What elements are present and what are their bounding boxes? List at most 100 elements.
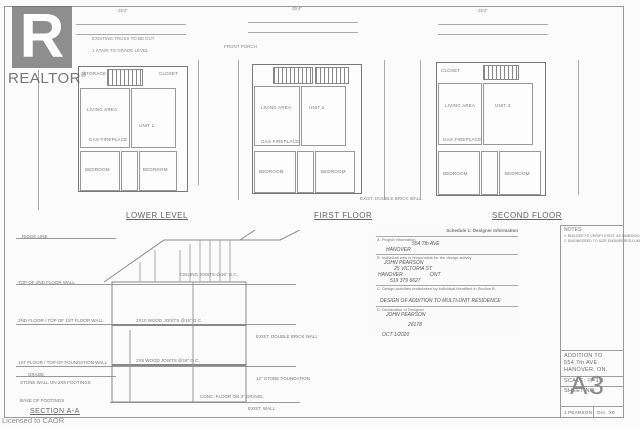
section-label: GRADE <box>28 372 45 377</box>
form-municipality: HANOVER <box>386 247 411 253</box>
form-title: Schedule 1: Designer Information <box>446 228 518 233</box>
room-living-area <box>80 88 130 148</box>
plan-note: 1 STAIR TO GRADE LEVEL <box>92 48 149 53</box>
form-bcin: 26178 <box>408 322 422 328</box>
section-label: EXIST. DOUBLE BRICK WALL <box>256 334 318 339</box>
form-section-label: C. Design activities undertaken by indiv… <box>377 286 496 291</box>
room-label: BEDROOM <box>505 171 530 176</box>
stair <box>273 67 313 84</box>
drawn-by: J.PEARSON <box>564 410 593 415</box>
room-label: STORAGE <box>83 71 107 76</box>
form-street: 25 VICTORIA ST <box>394 266 433 272</box>
dimension-label: 25'4" <box>118 8 128 13</box>
title-block-divider <box>561 386 623 387</box>
plan-note: EXIST. DOUBLE BRICK WALL <box>360 196 422 201</box>
plan-note: EXISTING TRUSS TO BE CUT <box>92 36 155 41</box>
stair <box>483 65 519 80</box>
title-block-divider <box>561 406 623 407</box>
title-block: NOTES: 1. BUILDER TO VERIFY EXIST. AS DI… <box>560 225 640 418</box>
room-label: BEDROOM <box>443 171 468 176</box>
dimension-line <box>248 32 358 33</box>
room-label: UNIT 3 <box>495 103 511 108</box>
realtor-logo-letter: R <box>19 2 65 71</box>
form-date: OCT 1/2020 <box>382 332 410 338</box>
level-line <box>16 366 296 367</box>
plan-title-lower-level: LOWER LEVEL <box>126 211 188 220</box>
notes-heading: NOTES: <box>564 227 583 233</box>
form-province: ONT <box>430 272 441 278</box>
notes: NOTES: 1. BUILDER TO VERIFY EXIST. AS DI… <box>564 227 640 245</box>
room-label: GAS FIREPLACE <box>443 137 482 142</box>
room-bedroom <box>139 151 177 191</box>
form-row <box>376 306 518 307</box>
project-line: 554 7th AVE. <box>564 360 600 366</box>
section-label: 2X8 WOOD JOISTS @16" O.C. <box>136 358 200 363</box>
designer-information-form: Schedule 1: Designer Information A. Proj… <box>372 228 522 338</box>
realtor-logo-icon <box>12 6 72 68</box>
room-bathroom <box>121 151 138 191</box>
form-row <box>376 236 518 237</box>
dimension-line <box>76 34 186 35</box>
dimension-line <box>238 60 239 200</box>
section-label: CONC. FLOOR ON 3" GRAVEL <box>200 394 264 399</box>
room-bedroom <box>80 151 120 191</box>
room-label: LIVING AREA <box>87 107 118 112</box>
note-item: 2. ENGINEERED TO SIZE ENGINEERED LUMBER <box>564 239 640 243</box>
room-living-area <box>254 86 300 146</box>
stair <box>315 67 349 84</box>
plan-title-first-floor: FIRST FLOOR <box>314 211 373 220</box>
form-phone: 519 379 6627 <box>390 278 421 284</box>
dimension-label: 25'4" <box>292 6 302 11</box>
form-declaration-name: JOHN PEARSON <box>386 312 426 318</box>
section-label: STONE WALL ON 2X8 FOOTINGS <box>20 380 91 385</box>
realtor-watermark: R REALTOR® <box>8 2 86 88</box>
realtor-brand-text: REALTOR <box>8 70 81 87</box>
dimension-label: 25'4" <box>478 8 488 13</box>
dimension-line <box>578 60 579 195</box>
license-text: Licensed to CAOR <box>2 416 65 425</box>
room-bedroom <box>254 151 296 193</box>
dimension-line <box>438 34 548 35</box>
section-label: 1ST FLOOR / TOP OF FOUNDATION WALL <box>18 360 108 365</box>
scale-label: SCALE: ¼=1'0 <box>564 378 604 384</box>
note-item: 1. BUILDER TO VERIFY EXIST. AS DIMENSION… <box>564 233 640 238</box>
room-label: BEDROOM <box>259 169 284 174</box>
sheet-number: A3 <box>570 370 606 400</box>
room-bathroom <box>481 151 498 195</box>
title-block-divider <box>561 350 623 351</box>
room-unit <box>301 86 346 146</box>
room-label: LIVING AREA <box>261 105 292 110</box>
dimension-line <box>248 22 358 23</box>
sheet-border <box>4 6 624 418</box>
section-label: 2ND FLOOR / TOP OF 1ST FLOOR WALL <box>18 318 104 323</box>
room-label: GAS FIREPLACE <box>89 137 128 142</box>
section-title: SECTION A-A <box>30 408 80 415</box>
form-designer-name: JOHN PEARSON <box>384 260 424 266</box>
form-row <box>376 285 518 286</box>
dimension-line <box>76 24 186 25</box>
title-block-divider <box>561 376 623 377</box>
section-label: TOP OF 2ND FLOOR WALL <box>18 280 75 285</box>
form-project-description: DESIGN OF ADDITION TO MULTI-UNIT RESIDEN… <box>380 298 501 304</box>
room-bathroom <box>297 151 314 193</box>
room-label: UNIT 2 <box>309 105 325 110</box>
room-label: LIVING AREA <box>445 103 476 108</box>
section-label: BASE OF FOOTINGS <box>20 398 65 403</box>
room-label: BEDROOM <box>321 169 346 174</box>
form-address: 554 7th AVE <box>412 241 440 247</box>
room-living-area <box>438 83 482 145</box>
plan-title-second-floor: SECOND FLOOR <box>492 211 563 220</box>
room-label: BEDROOM <box>143 167 168 172</box>
project-line: ADDITION TO <box>564 353 603 359</box>
room-label: UNIT 1 <box>139 123 155 128</box>
section-label: 2X10 WOOD JOISTS @16" O.C. <box>136 318 203 323</box>
level-line <box>16 284 296 285</box>
first-floor-outline: LIVING AREA UNIT 2 GAS FIREPLACE BEDROOM… <box>252 64 362 194</box>
room-label: CLOSET <box>159 71 179 76</box>
lower-level-outline: STORAGE CLOSET LIVING AREA UNIT 1 GAS FI… <box>78 66 188 192</box>
room-bedroom <box>438 151 480 195</box>
room-bedroom <box>499 151 541 195</box>
form-section-label: A. Project Information <box>377 237 416 242</box>
realtor-wordmark: REALTOR® <box>8 70 87 87</box>
